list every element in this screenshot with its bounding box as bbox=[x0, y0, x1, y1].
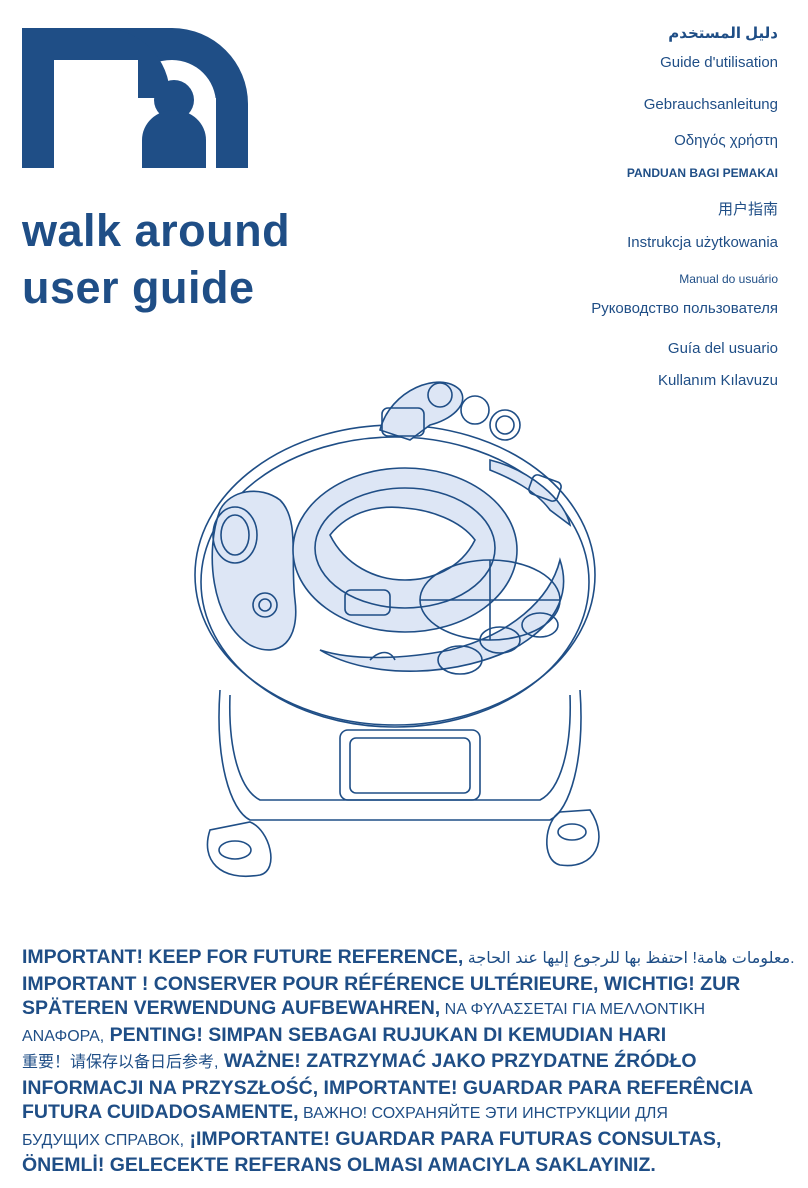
lang-german: Gebrauchsanleitung bbox=[643, 96, 778, 113]
lang-russian: Руководство пользователя bbox=[591, 300, 778, 317]
notice-zh: 重要！请保存以备日后参考, bbox=[22, 1054, 219, 1071]
mothercare-logo bbox=[22, 28, 248, 168]
lang-portuguese: Manual do usuário bbox=[679, 272, 778, 286]
notice-line-6: INFORMACJI NA PRZYSZŁOŚĆ, IMPORTANTE! GU… bbox=[22, 1076, 754, 1099]
walker-illustration bbox=[194, 381, 600, 878]
lang-arabic: دليل المستخدم bbox=[668, 25, 778, 42]
notice-ar: معلومات هامة! احتفظ بها للرجوع إليها عند… bbox=[463, 950, 795, 967]
notice-line-2: IMPORTANT ! CONSERVER POUR RÉFÉRENCE ULT… bbox=[22, 972, 741, 995]
notice-pt: FUTURA CUIDADOSAMENTE, bbox=[22, 1101, 299, 1123]
title-line-1: walk around bbox=[22, 205, 291, 256]
notice-de: SPÄTEREN VERWENDUNG AUFBEWAHREN, bbox=[22, 997, 441, 1019]
notice-ru: ВАЖНО! СОХРАНЯЙТЕ ЭТИ ИНСТРУКЦИИ ДЛЯ bbox=[298, 1105, 668, 1122]
lang-chinese: 用户指南 bbox=[717, 201, 778, 218]
notice-pl: WAŻNE! ZATRZYMAĆ JAKO PRZYDATNE ŹRÓDŁO bbox=[218, 1050, 697, 1072]
notice-tr: ÖNEMLİ! GELECEKTE REFERANS OLMASI AMACIY… bbox=[22, 1154, 656, 1176]
lang-french: Guide d'utilisation bbox=[660, 54, 778, 71]
important-notice: IMPORTANT! KEEP FOR FUTURE REFERENCE, مع… bbox=[22, 945, 795, 1178]
notice-el: ΝΑ ΦΥΛΑΣΣΕΤΑΙ ΓΙΑ ΜΕΛΛΟΝΤΙΚΗ bbox=[440, 1001, 706, 1018]
title-line-2: user guide bbox=[22, 262, 255, 313]
notice-el-2: ΑΝΑΦΟΡΑ, bbox=[22, 1027, 105, 1045]
lang-turkish: Kullanım Kılavuzu bbox=[657, 372, 778, 389]
notice-en: IMPORTANT! KEEP FOR FUTURE REFERENCE, bbox=[22, 946, 464, 968]
notice-es: ¡IMPORTANTE! GUARDAR PARA FUTURAS CONSUL… bbox=[184, 1127, 722, 1150]
lang-greek: Οδηγός χρήστη bbox=[674, 132, 778, 149]
notice-ms: PENTING! SIMPAN SEBAGAI RUJUKAN DI KEMUD… bbox=[104, 1023, 667, 1046]
lang-spanish: Guía del usuario bbox=[667, 340, 778, 357]
lang-malay: PANDUAN BAGI PEMAKAI bbox=[626, 166, 778, 180]
notice-ru-2: БУДУЩИХ СПРАВОК, bbox=[22, 1131, 185, 1149]
lang-polish: Instrukcja użytkowania bbox=[627, 234, 778, 251]
